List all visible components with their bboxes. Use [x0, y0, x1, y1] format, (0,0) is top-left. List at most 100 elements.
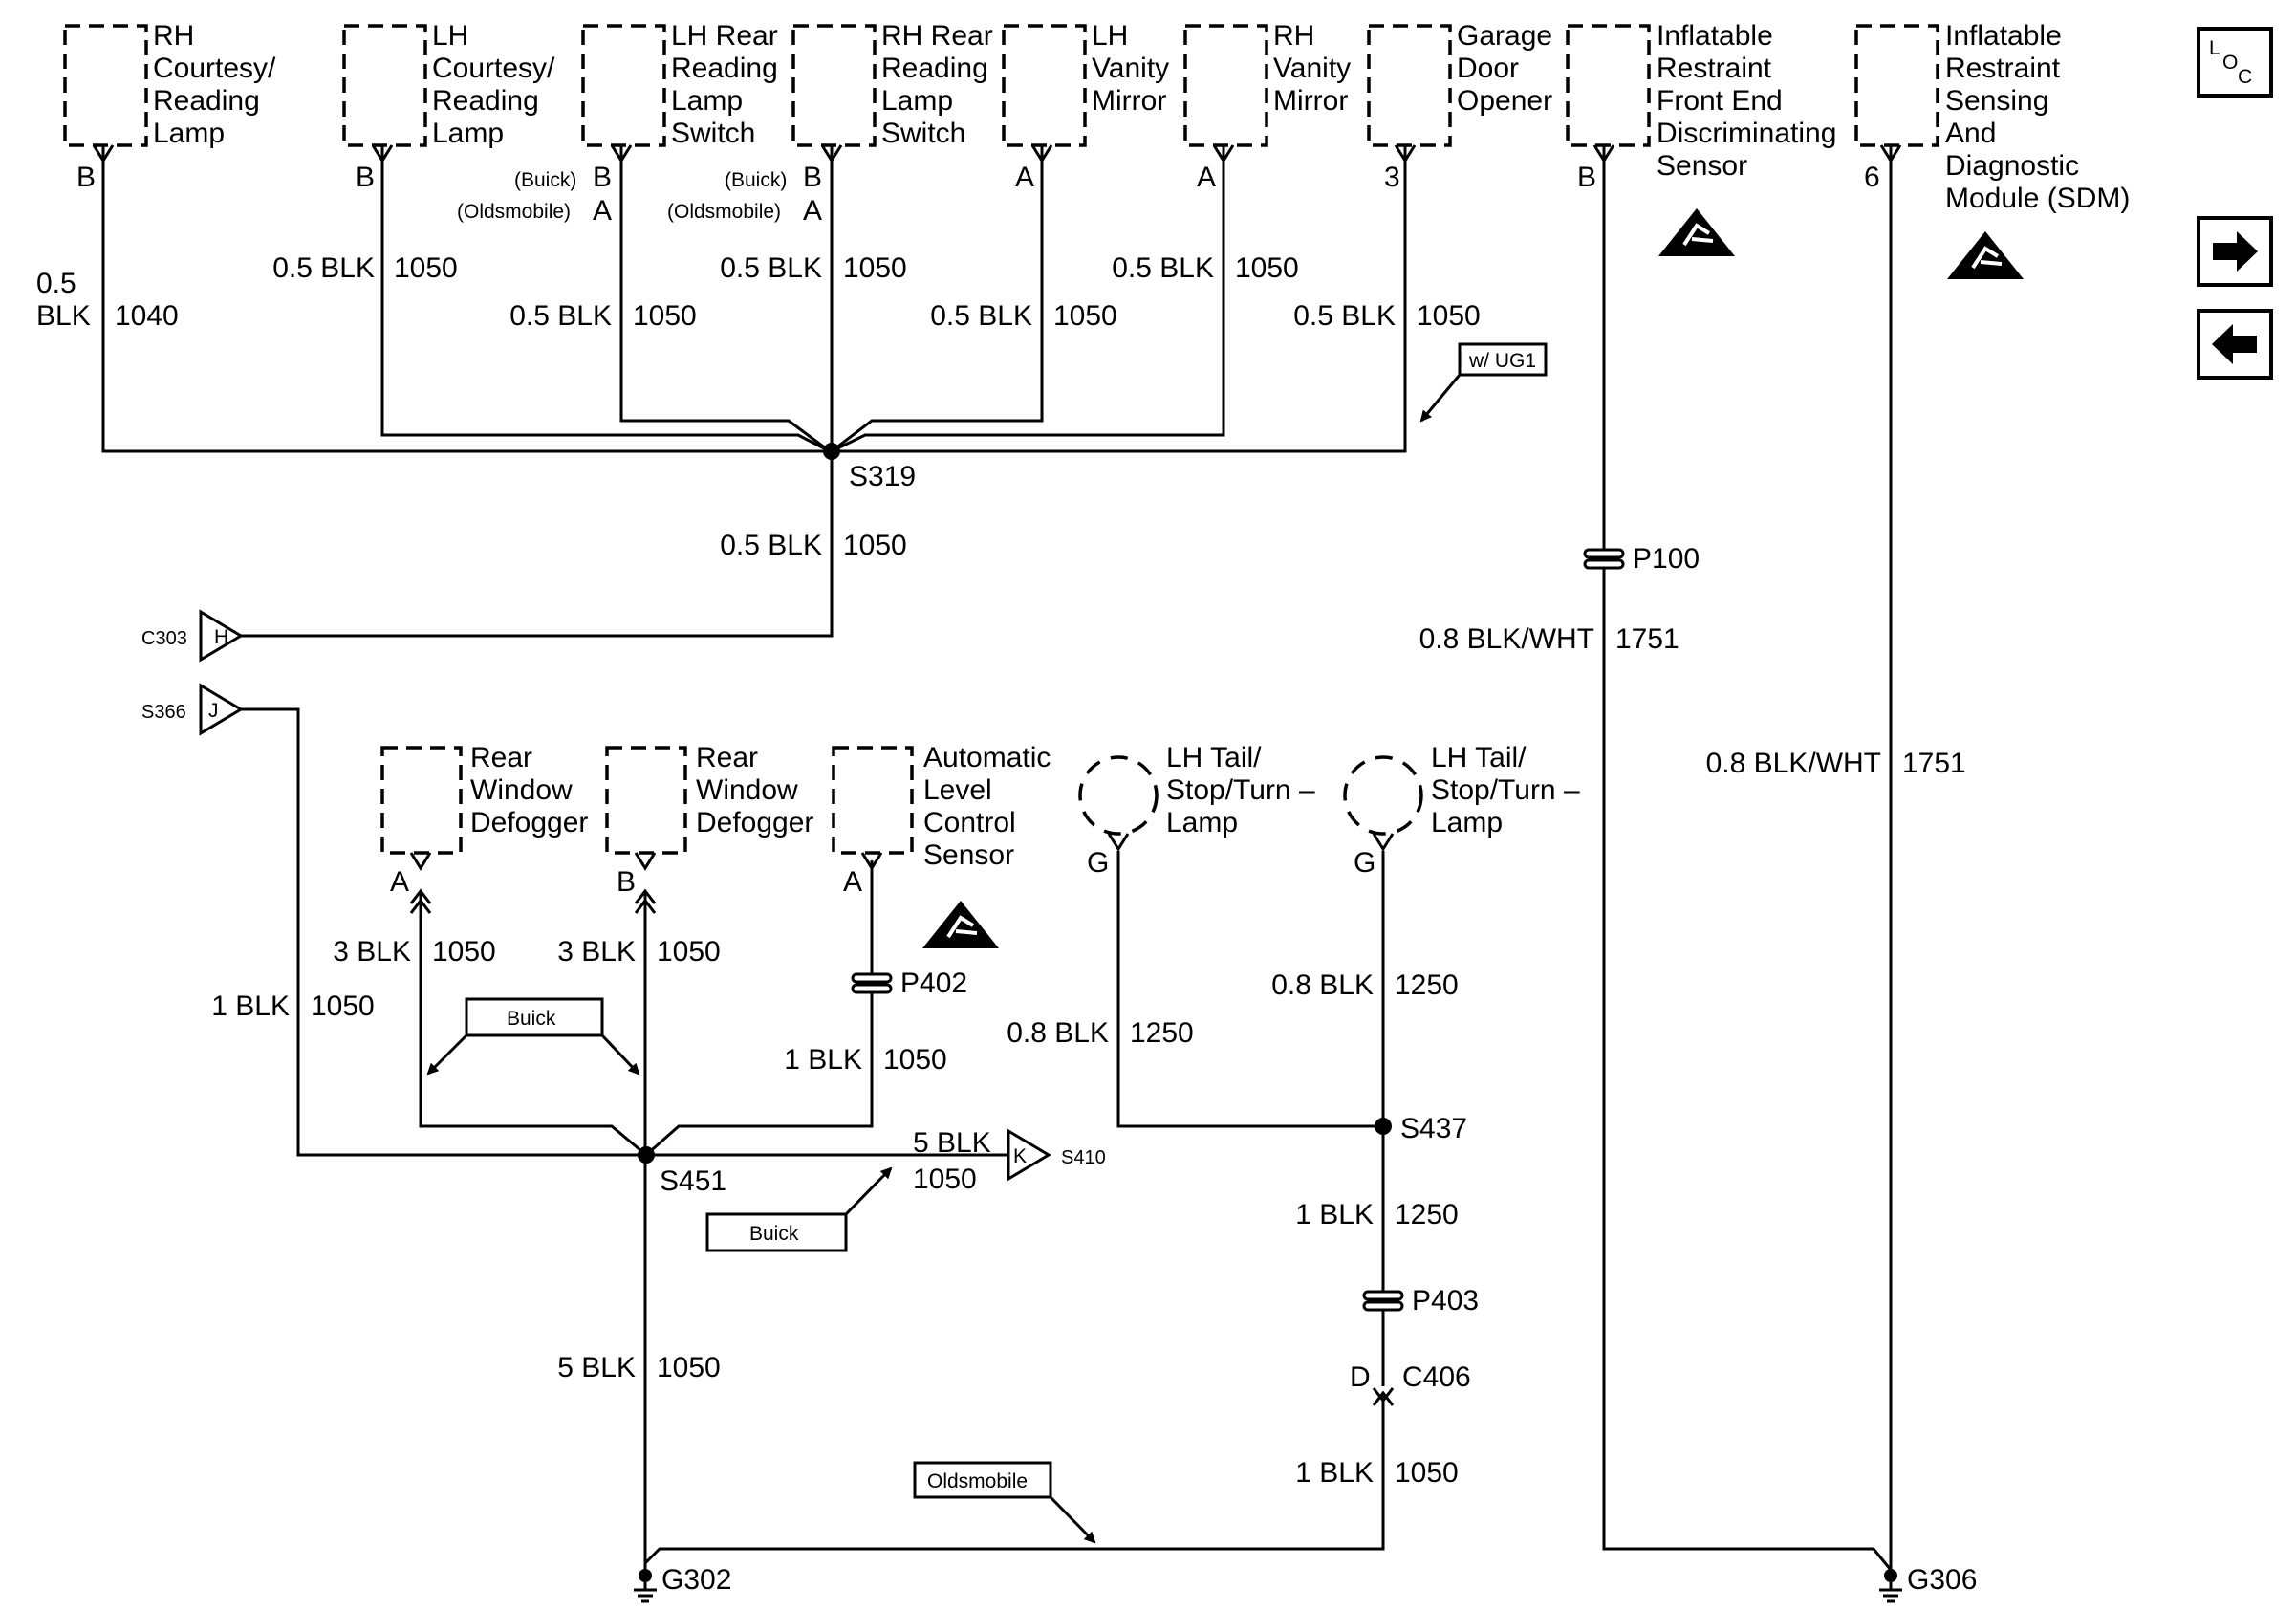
- svg-text:1050: 1050: [883, 1044, 947, 1076]
- svg-text:L: L: [2209, 37, 2220, 59]
- note-buick-defogger: Buick: [426, 997, 640, 1076]
- note-oldsmobile: Oldsmobile: [913, 1461, 1096, 1544]
- svg-text:1050: 1050: [1053, 300, 1117, 332]
- svg-text:1 BLK: 1 BLK: [784, 1044, 862, 1076]
- svg-text:0.5 BLK: 0.5 BLK: [720, 252, 822, 284]
- svg-text:0.8 BLK/WHT: 0.8 BLK/WHT: [1706, 748, 1881, 779]
- svg-text:3: 3: [1384, 162, 1400, 193]
- svg-text:C: C: [2238, 66, 2252, 88]
- svg-text:Buick: Buick: [749, 1223, 799, 1245]
- svg-text:1050: 1050: [311, 990, 375, 1022]
- svg-text:0.5 BLK: 0.5 BLK: [1293, 300, 1396, 332]
- pin-terminals: [92, 144, 1902, 1406]
- svg-text:1050: 1050: [843, 530, 907, 561]
- svg-text:S437: S437: [1400, 1113, 1467, 1144]
- pin-labels: B B (Buick) B (Oldsmobile) A (Buick) B (…: [76, 162, 1880, 898]
- svg-text:1040: 1040: [115, 300, 179, 332]
- svg-text:A: A: [1015, 162, 1034, 193]
- splice-s437: S437: [1375, 1113, 1467, 1144]
- svg-text:0.5 BLK: 0.5 BLK: [930, 300, 1032, 332]
- esd-warning-icon: [1658, 208, 1735, 256]
- connector-c303: H C303: [141, 609, 244, 663]
- svg-text:0.8 BLK: 0.8 BLK: [1007, 1017, 1109, 1049]
- svg-text:1 BLK: 1 BLK: [1295, 1457, 1374, 1489]
- svg-text:1050: 1050: [657, 936, 721, 968]
- svg-text:1050: 1050: [913, 1164, 977, 1195]
- connector-s366: J S366: [141, 683, 244, 736]
- prev-page-button[interactable]: [2197, 309, 2273, 380]
- svg-text:B: B: [803, 162, 822, 193]
- svg-text:K: K: [1013, 1145, 1027, 1167]
- svg-text:J: J: [208, 700, 219, 722]
- svg-text:G: G: [1354, 847, 1375, 879]
- splice-s451: S451: [638, 1146, 726, 1197]
- svg-text:C303: C303: [141, 628, 187, 649]
- svg-text:1751: 1751: [1615, 623, 1679, 655]
- svg-text:1050: 1050: [394, 252, 458, 284]
- svg-text:B: B: [593, 162, 612, 193]
- ground-g306: G306: [1879, 1564, 1977, 1603]
- esd-warning-icon: [1947, 231, 2024, 279]
- wire-labels: 0.5 BLK 1040 0.5 BLK 1050 0.5 BLK 1050 0…: [36, 252, 1966, 1489]
- svg-text:1050: 1050: [1395, 1457, 1459, 1489]
- svg-text:0.8 BLK: 0.8 BLK: [1271, 969, 1374, 1001]
- svg-text:3 BLK: 3 BLK: [557, 936, 636, 968]
- svg-text:1250: 1250: [1395, 1199, 1459, 1230]
- svg-text:A: A: [390, 866, 409, 898]
- svg-text:G302: G302: [661, 1564, 731, 1596]
- component-lh-tail-lamp-2: LH Tail/Stop/Turn –Lamp: [1343, 742, 1580, 838]
- svg-text:1751: 1751: [1902, 748, 1966, 779]
- svg-text:0.8 BLK/WHT: 0.8 BLK/WHT: [1419, 623, 1594, 655]
- svg-text:5 BLK: 5 BLK: [557, 1352, 636, 1383]
- svg-text:1 BLK: 1 BLK: [1295, 1199, 1374, 1230]
- svg-text:LH Tail/Stop/Turn –Lamp: LH Tail/Stop/Turn –Lamp: [1166, 742, 1315, 838]
- svg-text:0.5 BLK: 0.5 BLK: [1112, 252, 1214, 284]
- svg-text:0.5: 0.5: [36, 268, 76, 299]
- svg-text:(Buick): (Buick): [514, 169, 576, 191]
- svg-text:(Oldsmobile): (Oldsmobile): [667, 201, 781, 223]
- splice-s319: S319: [823, 443, 916, 492]
- svg-text:1050: 1050: [1235, 252, 1299, 284]
- svg-text:B: B: [617, 866, 636, 898]
- svg-text:6: 6: [1864, 162, 1880, 193]
- ground-g302: G302: [634, 1564, 731, 1603]
- svg-text:B: B: [356, 162, 375, 193]
- location-button[interactable]: L O C: [2197, 27, 2273, 98]
- svg-text:P402: P402: [900, 968, 967, 999]
- note-buick-s410: Buick: [705, 1166, 893, 1252]
- svg-text:w/ UG1: w/ UG1: [1468, 350, 1536, 372]
- svg-text:BLK: BLK: [36, 300, 91, 332]
- connector-s410: K S410: [1007, 1128, 1106, 1182]
- svg-text:1250: 1250: [1395, 969, 1459, 1001]
- next-page-button[interactable]: [2197, 216, 2273, 287]
- note-w-ug1: w/ UG1: [1419, 342, 1548, 423]
- svg-text:S410: S410: [1061, 1147, 1106, 1168]
- svg-text:A: A: [843, 866, 862, 898]
- svg-text:0.5 BLK: 0.5 BLK: [272, 252, 375, 284]
- svg-text:1050: 1050: [432, 936, 496, 968]
- component-lh-tail-lamp-1: LH Tail/Stop/Turn –Lamp: [1078, 742, 1315, 838]
- svg-text:A: A: [593, 195, 612, 227]
- svg-text:S366: S366: [141, 702, 186, 723]
- svg-text:(Oldsmobile): (Oldsmobile): [457, 201, 571, 223]
- esd-warning-icon: [922, 901, 999, 948]
- svg-text:(Buick): (Buick): [725, 169, 787, 191]
- svg-text:5 BLK: 5 BLK: [913, 1127, 991, 1159]
- svg-text:G: G: [1087, 847, 1109, 879]
